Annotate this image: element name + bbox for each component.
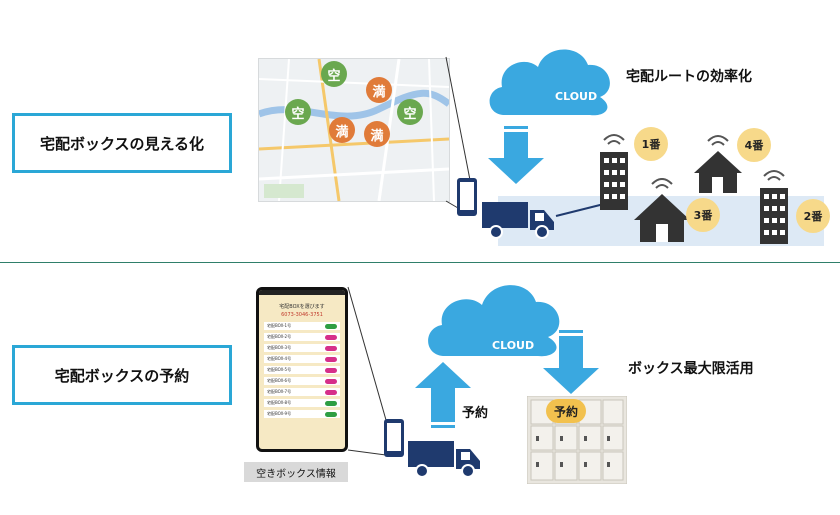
map-panel: 空 満 空 空 満 満 <box>258 58 450 202</box>
status-pill <box>325 356 337 362</box>
map-badge-text: 満 <box>370 128 384 144</box>
app-row-name: 宅配BOX-5号 <box>267 367 292 372</box>
map-badge-text: 空 <box>403 106 417 122</box>
route-badge-text: 3番 <box>693 209 713 222</box>
app-row-name: 宅配BOX-4号 <box>267 356 292 361</box>
app-screenshot: 宅配BOXを選びます 6073-3046-3751 宅配BOX-1号 宅配BOX… <box>256 287 348 452</box>
route-efficiency-caption: 宅配ルートの効率化 <box>626 69 752 85</box>
reserved-box-badge: 予約 <box>546 399 586 423</box>
building-icon <box>760 170 788 244</box>
visualization-label: 宅配ボックスの見える化 <box>12 113 232 173</box>
zoom-lines <box>347 286 387 456</box>
map-badge-text: 空 <box>291 106 305 122</box>
app-list: 宅配BOX-1号 宅配BOX-2号 宅配BOX-3号 宅配BOX-4号 宅配BO… <box>259 322 345 418</box>
app-list-item: 宅配BOX-3号 <box>264 344 340 352</box>
upload-reservation-label: 予約 <box>462 406 489 421</box>
reservation-label: 宅配ボックスの予約 <box>12 345 232 405</box>
map-roads <box>259 59 449 201</box>
map-badge-empty: 空 <box>397 99 423 125</box>
route-badge-text: 4番 <box>744 139 764 152</box>
status-pill <box>325 345 337 351</box>
route-badge-3: 3番 <box>686 198 720 232</box>
maximize-box-usage-caption: ボックス最大限活用 <box>628 361 754 377</box>
cloud-icon <box>428 285 560 357</box>
app-title: 宅配BOXを選びます <box>279 304 325 310</box>
map-badge-text: 満 <box>372 84 386 100</box>
smartphone-icon <box>384 419 404 457</box>
map-badge-empty: 空 <box>321 61 347 87</box>
map-badge-text: 満 <box>335 124 349 140</box>
status-pill <box>325 411 337 417</box>
map-badge-full: 満 <box>329 117 355 143</box>
cloud-text: CLOUD <box>492 339 535 352</box>
smartphone-icon <box>457 178 477 216</box>
app-list-item: 宅配BOX-9号 <box>264 410 340 418</box>
route-badge-text: 2番 <box>803 210 823 223</box>
status-pill <box>325 323 337 329</box>
down-arrow-icon <box>488 126 544 184</box>
reservation-label-text: 宅配ボックスの予約 <box>54 366 190 385</box>
down-arrow-icon <box>543 330 599 394</box>
app-list-item: 宅配BOX-7号 <box>264 388 340 396</box>
house-icon <box>694 135 742 193</box>
status-pill <box>325 378 337 384</box>
app-phone-number: 6073-3046-3751 <box>281 312 323 318</box>
map-badge-text: 空 <box>327 68 341 84</box>
app-list-item: 宅配BOX-6号 <box>264 377 340 385</box>
cloud-icon <box>489 49 610 116</box>
truck-icon <box>482 202 554 239</box>
app-row-name: 宅配BOX-9号 <box>267 411 292 416</box>
status-pill <box>325 400 337 406</box>
app-row-name: 宅配BOX-8号 <box>267 400 292 405</box>
house-icon <box>634 178 690 242</box>
up-arrow-icon <box>415 362 471 428</box>
route-badge-text: 1番 <box>641 138 661 151</box>
route-badge-1: 1番 <box>634 127 668 161</box>
status-pill <box>325 367 337 373</box>
visualization-label-text: 宅配ボックスの見える化 <box>39 134 205 153</box>
route-badge-4: 4番 <box>737 128 771 162</box>
status-pill <box>325 389 337 395</box>
map-badge-empty: 空 <box>285 99 311 125</box>
app-row-name: 宅配BOX-2号 <box>267 334 292 339</box>
truck-icon <box>408 441 480 478</box>
map-badge-full: 満 <box>364 121 390 147</box>
app-list-item: 宅配BOX-8号 <box>264 399 340 407</box>
app-list-item: 宅配BOX-5号 <box>264 366 340 374</box>
cloud-text: CLOUD <box>555 90 598 103</box>
route-badge-2: 2番 <box>796 199 830 233</box>
app-status-bar <box>259 290 345 295</box>
app-list-item: 宅配BOX-1号 <box>264 322 340 330</box>
app-row-name: 宅配BOX-6号 <box>267 378 292 383</box>
section-divider <box>0 262 840 263</box>
building-icon <box>600 134 628 210</box>
app-row-name: 宅配BOX-1号 <box>267 323 292 328</box>
status-pill <box>325 334 337 340</box>
vacancy-info-label: 空きボックス情報 <box>244 462 348 482</box>
app-list-item: 宅配BOX-2号 <box>264 333 340 341</box>
app-row-name: 宅配BOX-7号 <box>267 389 292 394</box>
app-row-name: 宅配BOX-3号 <box>267 345 292 350</box>
map-badge-full: 満 <box>366 77 392 103</box>
reserved-box-text: 予約 <box>553 404 578 419</box>
app-list-item: 宅配BOX-4号 <box>264 355 340 363</box>
